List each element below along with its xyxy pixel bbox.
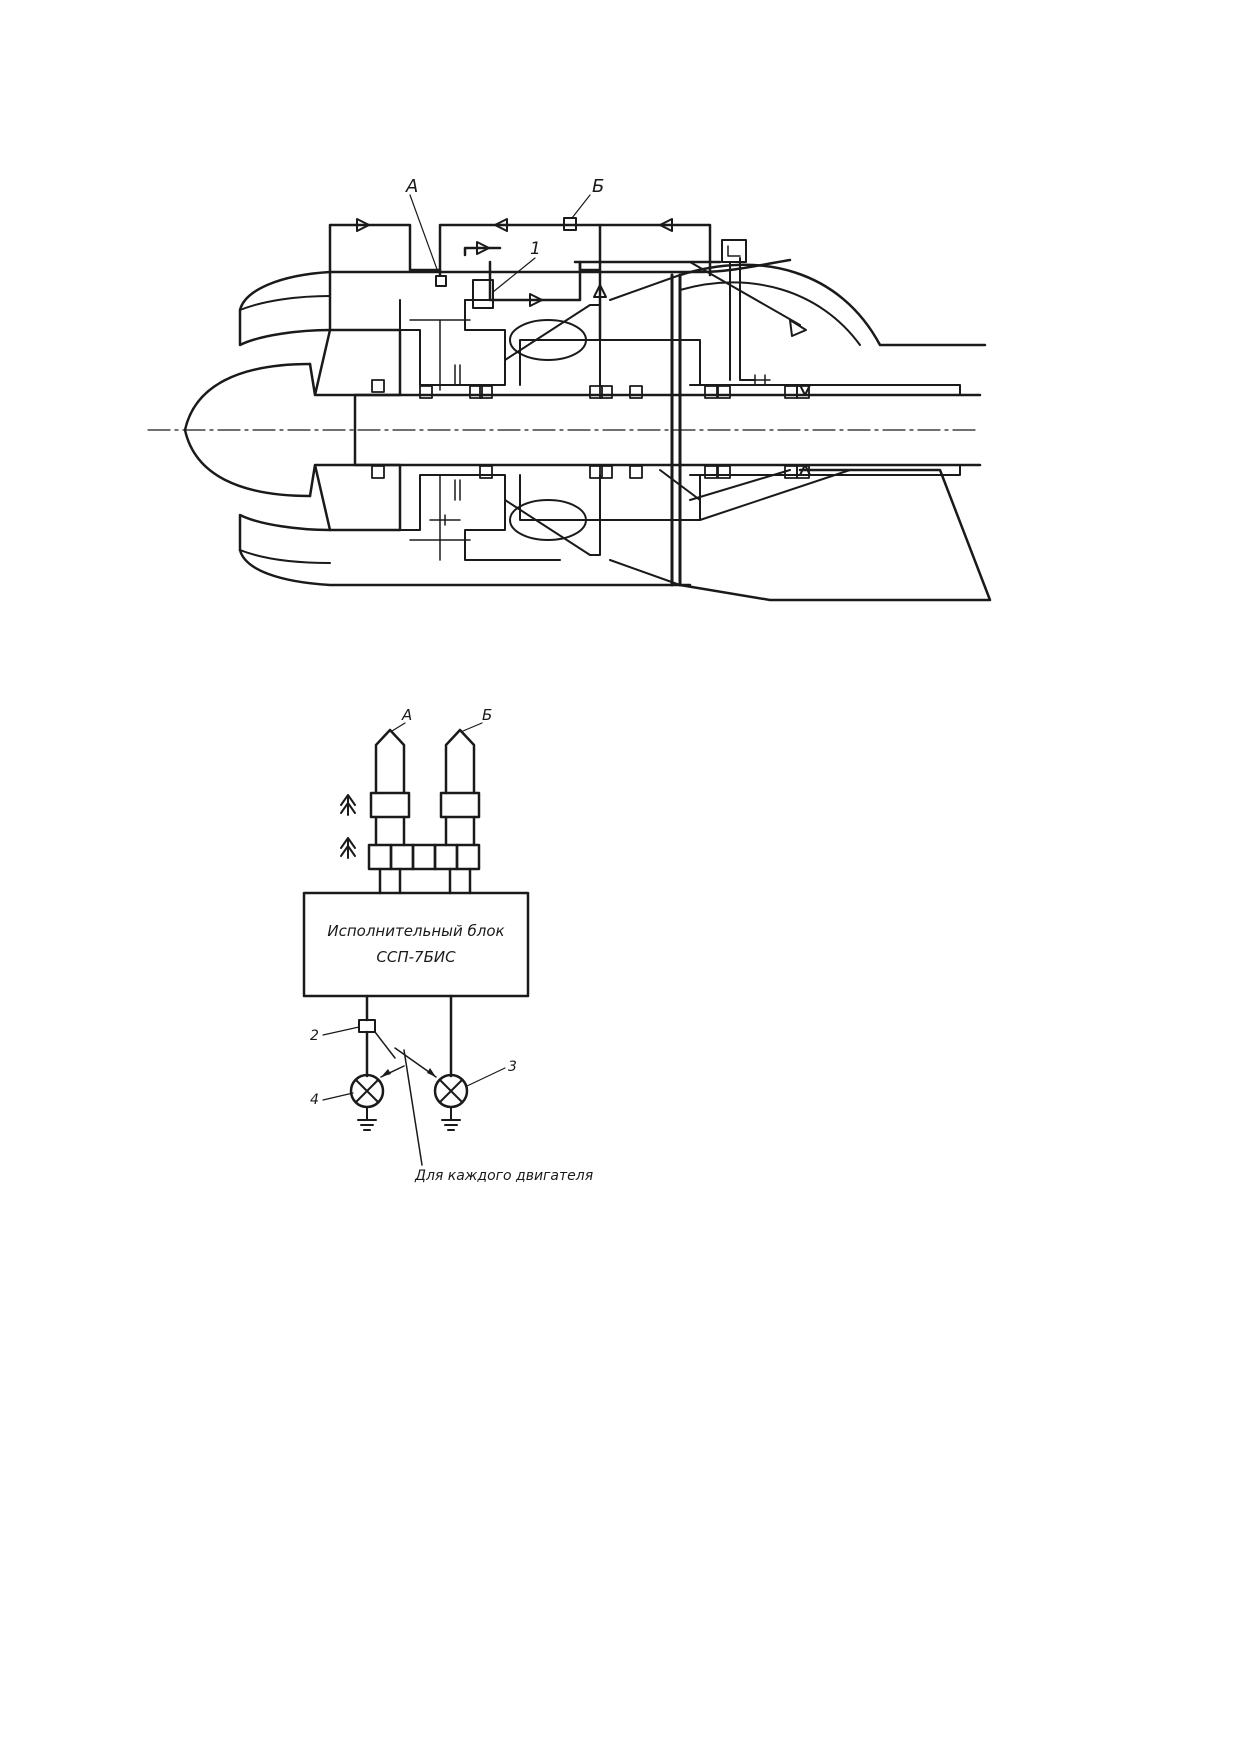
item-1-unit — [472, 279, 494, 309]
signal-line-left — [328, 223, 442, 332]
ground-lamp-3 — [441, 1106, 461, 1131]
executive-unit-block — [302, 891, 530, 998]
arrow-item1 — [476, 241, 490, 255]
executive-unit-line2: ССП-7БИС — [376, 948, 456, 966]
label-item-4: 4 — [310, 1092, 319, 1108]
nose-cone — [183, 362, 312, 498]
lamp-4-cross — [355, 1079, 379, 1103]
plug-arrow-lower — [340, 837, 356, 859]
arrow-top-b-right — [659, 218, 673, 232]
label-1-engine: 1 — [530, 239, 541, 259]
label-item-2: 2 — [310, 1028, 319, 1044]
arrow-up — [593, 284, 607, 298]
note-arrowhead-2 — [427, 1068, 436, 1077]
executive-unit-line1: Исполнительный блок — [327, 922, 504, 940]
label-sensor-a: А — [401, 706, 412, 724]
connector-a-neck — [374, 815, 406, 847]
circuit-diagram: Исполнительный блок ССП-7БИС А Б 2 — [302, 706, 593, 1184]
note-arrowhead-1 — [381, 1069, 391, 1077]
exhaust-fairing-inner — [679, 281, 861, 346]
sensor-b-box — [563, 217, 577, 231]
fan-case-top — [308, 328, 402, 397]
label-a-engine: А — [405, 176, 418, 197]
leader-1 — [492, 257, 536, 293]
compressor-wedge-bottom — [504, 474, 681, 586]
label-item-3: 3 — [508, 1059, 517, 1075]
probe-a — [374, 728, 406, 795]
signal-line-diagonal — [689, 257, 801, 381]
arrow-top-b-left — [494, 218, 508, 232]
gear-train-bottom — [409, 474, 471, 561]
connector-a-upper — [369, 791, 411, 819]
exhaust-nozzle-inner — [659, 469, 851, 521]
intake-lip-top — [238, 308, 332, 347]
leader-item-4 — [322, 1092, 354, 1101]
sensor-a-box — [435, 275, 447, 287]
bearings-top — [371, 379, 810, 399]
rear-sensor-box — [721, 239, 747, 263]
note-leader-1 — [374, 1031, 396, 1059]
main-shaft — [353, 393, 982, 467]
arrow-left-line — [356, 218, 370, 232]
leader-b — [571, 194, 591, 219]
connector-b-neck — [444, 815, 476, 847]
leader-sensor-a — [391, 722, 406, 732]
rear-sensor-mark — [727, 245, 741, 257]
probe-b — [444, 728, 476, 795]
leader-item-3 — [466, 1067, 506, 1087]
intake-lip-curve-bottom — [239, 549, 331, 564]
plug-arrow-upper — [340, 794, 356, 816]
bearings-bottom — [371, 465, 810, 479]
note-leader-main — [403, 1049, 423, 1166]
inner-casing-top — [399, 299, 701, 386]
ground-lamp-4 — [357, 1106, 377, 1131]
nacelle-bottom — [238, 548, 692, 587]
gear-train-top — [409, 319, 771, 391]
combustor-top — [509, 319, 587, 361]
exhaust-fairing-top — [678, 263, 987, 347]
signal-line-stub — [399, 299, 466, 331]
engine-diagram: А Б 1 — [147, 176, 992, 602]
intake-lip-curve-top — [239, 295, 331, 311]
signal-line-top-main — [438, 223, 712, 277]
relay-2-box — [358, 1019, 376, 1033]
arrow-diagonal-end — [789, 319, 807, 337]
wires-to-block — [378, 867, 472, 895]
note-per-engine: Для каждого двигателя — [414, 1168, 593, 1184]
leader-sensor-b — [462, 722, 483, 732]
arrow-mid — [529, 293, 543, 307]
connector-lower-row — [367, 843, 481, 871]
turbine-disk — [670, 273, 682, 587]
connector-b-upper — [439, 791, 481, 819]
fan-case-bottom — [308, 463, 402, 532]
lamp-3-cross — [439, 1079, 463, 1103]
compressor-wedge-top — [504, 274, 681, 386]
combustor-bottom — [509, 499, 587, 541]
label-sensor-b: Б — [482, 706, 492, 724]
exhaust-nozzle-bottom — [678, 468, 992, 602]
rear-shaft-flange — [689, 384, 961, 476]
label-b-engine: Б — [592, 176, 604, 197]
intake-lip-bottom — [238, 513, 332, 552]
leader-a — [409, 194, 439, 273]
leader-item-2 — [322, 1026, 360, 1036]
